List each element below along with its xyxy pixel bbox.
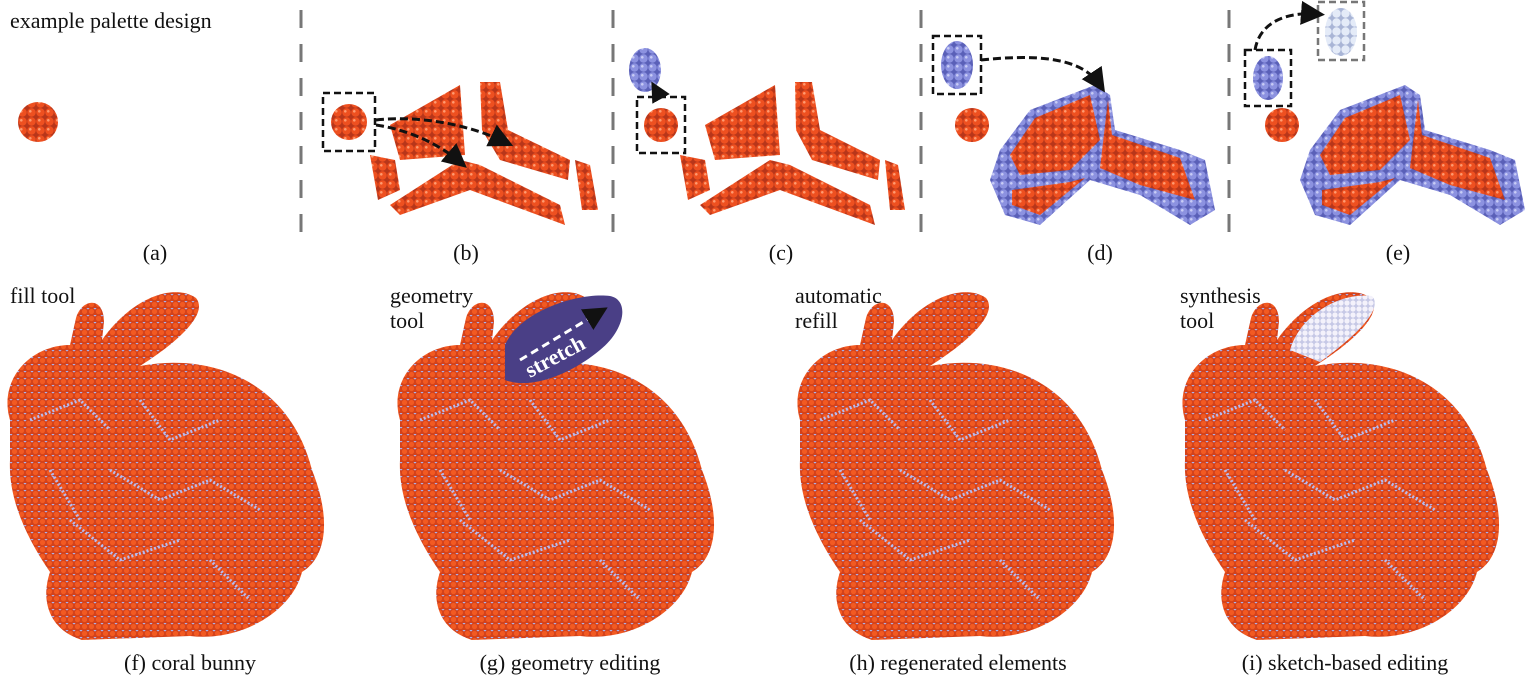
palette-title: example palette design [10,8,212,33]
refill-label-1: automatic [795,283,882,308]
caption-i: (i) sketch-based editing [1242,650,1449,675]
caption-b: (b) [453,240,479,265]
bunny-h [795,290,1116,642]
panel-e-elements [1243,0,1525,225]
tool-labels: fill tool geometry tool automatic refill… [10,283,1261,333]
caption-d: (d) [1087,240,1113,265]
caption-c: (c) [769,240,793,265]
caption-g: (g) geometry editing [480,650,661,675]
panel-b-elements [321,82,598,225]
synthesized-ear-elements [1290,295,1375,362]
refill-label-2: refill [795,308,838,333]
top-captions: (a) (b) (c) (d) (e) [143,240,1410,265]
synthesis-tool-label-2: tool [1180,308,1214,333]
panel-c-elements [629,48,905,225]
caption-f: (f) coral bunny [124,650,256,675]
synthesis-tool-label-1: synthesis [1180,283,1261,308]
caption-h: (h) regenerated elements [849,650,1066,675]
geometry-tool-label-1: geometry [390,283,473,308]
geometry-tool-label-2: tool [390,308,424,333]
panel-dividers [299,10,1231,232]
bottom-captions: (f) coral bunny (g) geometry editing (h)… [124,650,1448,675]
caption-a: (a) [143,240,167,265]
fill-tool-label: fill tool [10,283,75,308]
bunny-f [5,290,326,642]
palette-element [18,102,58,142]
panel-d-elements [931,34,1215,225]
caption-e: (e) [1386,240,1410,265]
